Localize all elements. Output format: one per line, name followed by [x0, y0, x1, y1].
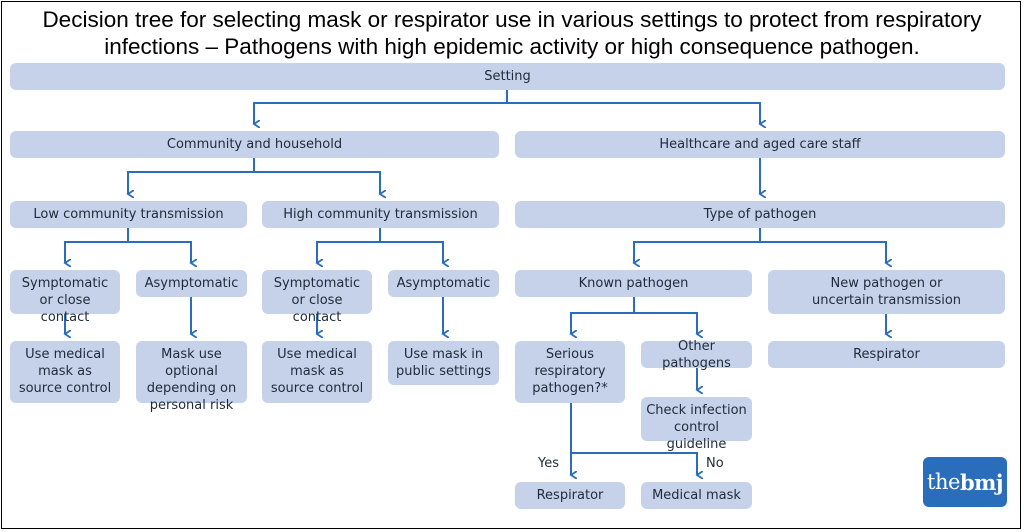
node-high-sym-outcome-line-3: source control [270, 381, 364, 396]
node-high-asymptomatic-label: Asymptomatic [396, 276, 491, 291]
edge-type-known [634, 228, 761, 263]
node-low-symptomatic-line-2: or close contact [39, 293, 91, 325]
node-high-sym-outcome: Use medical mask as source control [262, 341, 372, 403]
node-setting: Setting [10, 63, 1005, 90]
node-low-asymptomatic-label: Asymptomatic [144, 276, 239, 291]
node-serious-pathogen-line-3: pathogen?* [532, 381, 608, 396]
node-low-symptomatic-line-1: Symptomatic [21, 276, 109, 291]
node-high-transmission: High community transmission [262, 201, 499, 228]
node-yes-outcome-label: Respirator [536, 488, 604, 503]
node-serious-pathogen: Serious respiratory pathogen?* [515, 341, 625, 403]
node-high-symptomatic-line-1: Symptomatic [273, 276, 361, 291]
title-line-1: Decision tree for selecting mask or resp… [42, 7, 982, 32]
node-high-transmission-label: High community transmission [283, 207, 478, 222]
node-check-guideline: Check infection control guideline [641, 397, 752, 452]
edge-setting-healthcare [507, 102, 760, 124]
node-low-asym-outcome: Mask use optional depending on personal … [136, 341, 247, 413]
node-new-outcome-label: Respirator [853, 347, 920, 362]
node-type-of-pathogen: Type of pathogen [515, 201, 1005, 228]
node-low-asym-outcome-line-3: personal risk [149, 398, 234, 413]
edge-low-symptomatic [65, 228, 129, 263]
node-high-asym-outcome-line-1: Use mask in [403, 347, 484, 362]
node-low-asymptomatic: Asymptomatic [136, 270, 247, 297]
node-high-sym-outcome-line-2: mask as [290, 364, 344, 379]
logo-suffix: bmj [959, 469, 1004, 495]
edge-high-symptomatic [317, 228, 381, 263]
node-low-sym-outcome-line-3: source control [18, 381, 112, 396]
node-other-pathogens-label: Other pathogens [662, 338, 731, 371]
edge-known-other [634, 312, 697, 334]
edge-community-low [128, 158, 255, 194]
node-type-of-pathogen-label: Type of pathogen [703, 207, 817, 222]
edge-label-yes: Yes [538, 456, 559, 471]
edge-label-no: No [706, 456, 724, 471]
node-low-transmission: Low community transmission [10, 201, 247, 228]
edge-type-new [760, 241, 886, 263]
node-new-outcome: Respirator [768, 341, 1005, 368]
edge-serious-no [571, 452, 697, 475]
node-low-asym-outcome-line-2: depending on [146, 381, 237, 396]
node-check-guideline-line-1: Check infection [646, 403, 747, 418]
figure-title: Decision tree for selecting mask or resp… [0, 6, 1024, 60]
node-low-symptomatic: Symptomatic or close contact [10, 270, 120, 325]
node-low-sym-outcome: Use medical mask as source control [10, 341, 120, 403]
node-high-symptomatic-line-2: or close contact [291, 293, 343, 325]
node-low-sym-outcome-line-1: Use medical [25, 347, 105, 362]
node-community: Community and household [10, 131, 499, 158]
node-setting-label: Setting [484, 69, 531, 84]
node-no-outcome: Medical mask [641, 482, 752, 509]
node-high-asymptomatic: Asymptomatic [388, 270, 499, 297]
node-serious-pathogen-line-2: respiratory [534, 364, 606, 379]
edge-setting-community [254, 90, 508, 124]
node-new-pathogen: New pathogen or uncertain transmission [768, 270, 1005, 314]
node-healthcare: Healthcare and aged care staff [515, 131, 1005, 158]
node-high-sym-outcome-line-1: Use medical [277, 347, 357, 362]
title-line-2: infections – Pathogens with high epidemi… [104, 34, 920, 59]
node-check-guideline-line-2: control guideline [666, 420, 727, 452]
node-healthcare-label: Healthcare and aged care staff [659, 137, 861, 152]
node-high-asym-outcome: Use mask in public settings [388, 341, 499, 385]
edge-community-high [254, 171, 380, 194]
edge-high-asymptomatic [380, 241, 443, 263]
edge-low-asymptomatic [128, 241, 191, 263]
node-low-asym-outcome-line-1: Mask use optional [161, 347, 222, 379]
logo-prefix: the [927, 470, 960, 494]
node-low-sym-outcome-line-2: mask as [38, 364, 92, 379]
edge-known-serious [571, 297, 635, 334]
node-high-asym-outcome-line-2: public settings [395, 364, 492, 379]
node-yes-outcome: Respirator [515, 482, 625, 509]
node-community-label: Community and household [166, 137, 343, 152]
node-known-pathogen: Known pathogen [515, 270, 752, 297]
node-new-pathogen-line-1: New pathogen or [830, 276, 943, 291]
node-other-pathogens: Other pathogens [641, 339, 752, 371]
node-no-outcome-label: Medical mask [652, 488, 741, 503]
node-high-symptomatic: Symptomatic or close contact [262, 270, 372, 325]
node-serious-pathogen-line-1: Serious [545, 347, 595, 362]
node-known-pathogen-label: Known pathogen [578, 276, 689, 291]
node-new-pathogen-line-2: uncertain transmission [811, 293, 962, 308]
node-low-transmission-label: Low community transmission [33, 207, 224, 222]
